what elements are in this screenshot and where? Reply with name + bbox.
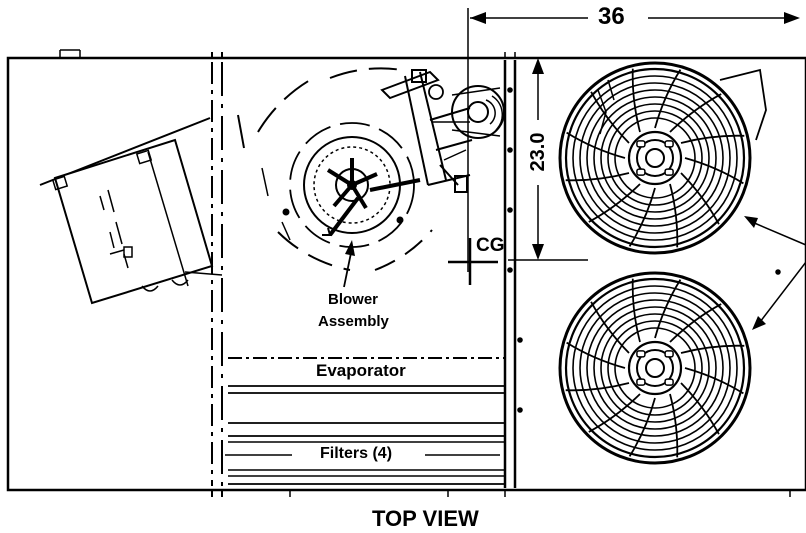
partition-right: [503, 60, 523, 488]
blower-assembly-label-line1: Blower: [328, 291, 379, 308]
condenser-fan-bottom: [558, 271, 752, 465]
blower-assembly-drawing: [237, 67, 433, 288]
dimension-width-label: 36: [594, 5, 629, 29]
dimension-depth-label: 23.0: [527, 126, 549, 178]
fan-leader-lines: [744, 216, 806, 330]
condenser-fan-top: [558, 61, 752, 255]
tilted-component-box: [39, 117, 223, 305]
view-title: TOP VIEW: [372, 506, 479, 531]
center-of-gravity-marker: [448, 238, 498, 285]
motor-pulley-assembly: [380, 69, 505, 193]
cabinet-outline: [6, 49, 806, 497]
dimension-lines: [467, 8, 800, 272]
center-of-gravity-label: CG: [476, 235, 505, 256]
evaporator-coil: [228, 357, 505, 424]
blower-assembly-label-line2: Assembly: [318, 313, 389, 330]
partition-left: [211, 62, 223, 486]
evaporator-label: Evaporator: [312, 362, 410, 379]
filters-rack: [225, 435, 505, 485]
fan-motor-bracket: [597, 68, 767, 141]
filters-label: Filters (4): [316, 446, 397, 462]
